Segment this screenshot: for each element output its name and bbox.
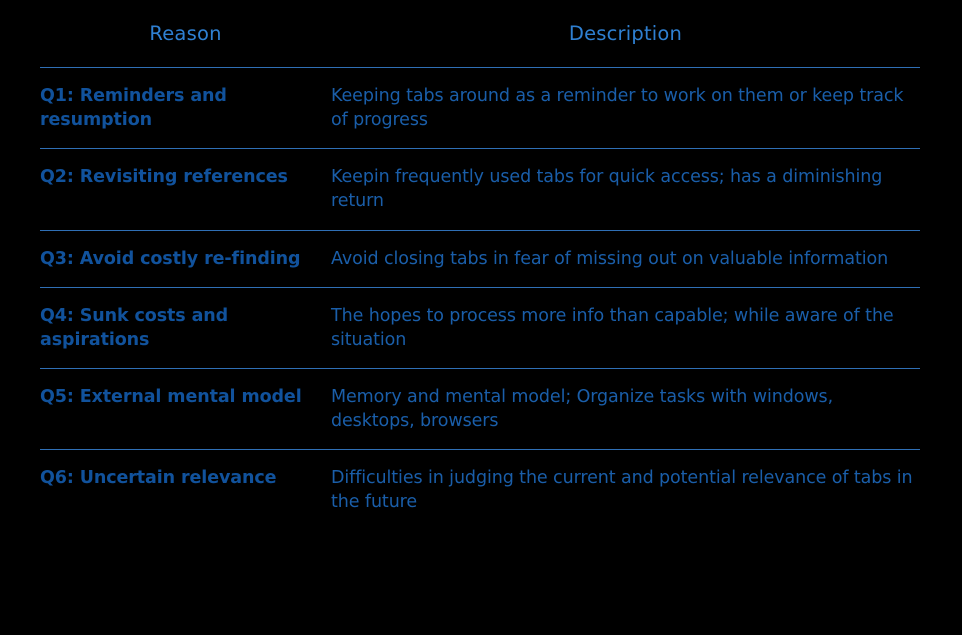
table-row: Q4: Sunk costs and aspirations The hopes… [40, 287, 920, 369]
reason-cell: Q4: Sunk costs and aspirations [40, 287, 331, 369]
reason-cell: Q5: External mental model [40, 368, 331, 451]
reason-cell: Q1: Reminders and resumption [40, 67, 331, 150]
column-header-reason: Reason [40, 22, 331, 68]
reason-cell: Q3: Avoid costly re-finding [40, 230, 331, 288]
table-row: Q6: Uncertain relevance Difficulties in … [40, 450, 920, 531]
description-cell: Keeping tabs around as a reminder to wor… [331, 67, 920, 150]
description-cell: Keepin frequently used tabs for quick ac… [331, 148, 920, 231]
reasons-table: Reason Description Q1: Reminders and res… [40, 22, 920, 531]
table-header-row: Reason Description [40, 22, 920, 68]
table-row: Q3: Avoid costly re-finding Avoid closin… [40, 230, 920, 288]
description-cell: Avoid closing tabs in fear of missing ou… [331, 230, 920, 288]
description-cell: Memory and mental model; Organize tasks … [331, 368, 920, 451]
table-row: Q1: Reminders and resumption Keeping tab… [40, 67, 920, 150]
table-body: Q1: Reminders and resumption Keeping tab… [40, 67, 920, 531]
table-row: Q2: Revisiting references Keepin frequen… [40, 148, 920, 231]
table-header: Reason Description [40, 22, 920, 68]
reason-cell: Q2: Revisiting references [40, 148, 331, 231]
reason-cell: Q6: Uncertain relevance [40, 468, 277, 489]
table-row: Q5: External mental model Memory and men… [40, 368, 920, 451]
description-cell: Difficulties in judging the current and … [331, 468, 913, 513]
column-header-description: Description [331, 22, 920, 68]
description-cell: The hopes to process more info than capa… [331, 287, 920, 369]
